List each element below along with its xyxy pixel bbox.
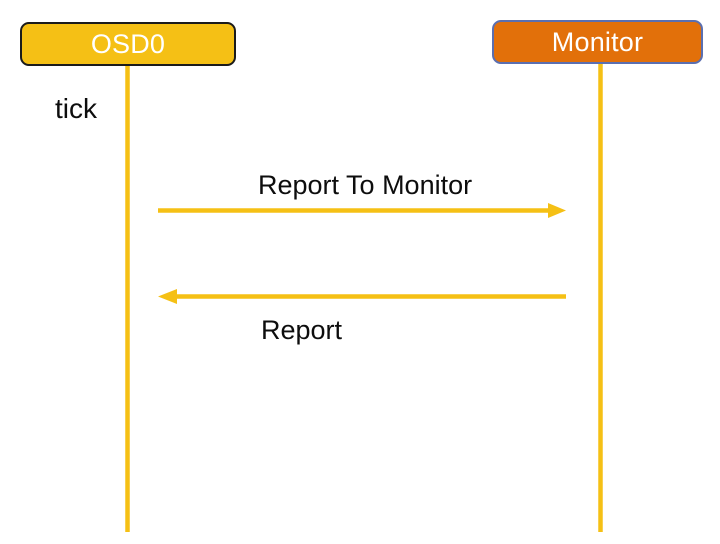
- message-label-report: Report: [261, 315, 343, 345]
- message-arrow-report: [158, 289, 566, 304]
- message-arrow-report-to-monitor: [158, 203, 566, 218]
- arrowhead-left-icon: [158, 289, 177, 304]
- annotation-tick: tick: [55, 93, 97, 124]
- participant-monitor[interactable]: Monitor: [492, 20, 703, 64]
- message-label-report-to-monitor: Report To Monitor: [258, 170, 473, 200]
- arrowhead-right-icon: [548, 203, 566, 218]
- participant-osd0-label: OSD0: [90, 28, 166, 59]
- participant-osd0[interactable]: OSD0: [20, 22, 236, 66]
- participant-monitor-label: Monitor: [551, 26, 644, 57]
